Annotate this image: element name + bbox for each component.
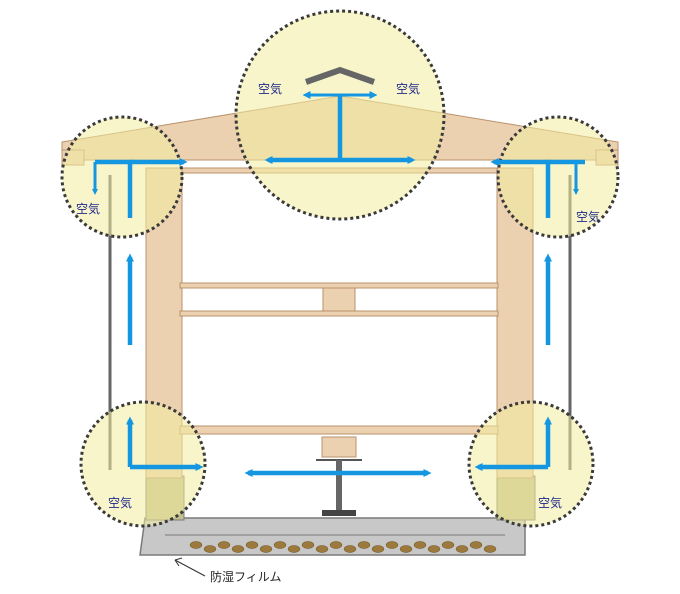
vapor-barrier-label: 防湿フィルム	[210, 570, 282, 584]
air-label-ridge-right: 空気	[396, 82, 421, 96]
vapor-barrier-leader	[174, 557, 206, 577]
air-label-base-right: 空気	[538, 496, 563, 510]
arrow-icon	[95, 159, 133, 218]
gravel-layer	[189, 541, 497, 553]
floor-post	[316, 436, 362, 516]
air-label-base-left: 空気	[108, 496, 133, 510]
air-label-eave-right: 空気	[576, 210, 601, 224]
air-label-eave-left: 空気	[76, 202, 101, 216]
joist-lower	[179, 310, 499, 317]
air-label-ridge-left: 空気	[258, 82, 283, 96]
ridge-vent-cap	[305, 66, 375, 85]
arrow-icon	[545, 159, 585, 218]
joist-block	[322, 287, 356, 312]
floor-beam	[179, 425, 499, 435]
airflow-arrows	[92, 91, 585, 477]
joist-upper	[179, 282, 499, 289]
